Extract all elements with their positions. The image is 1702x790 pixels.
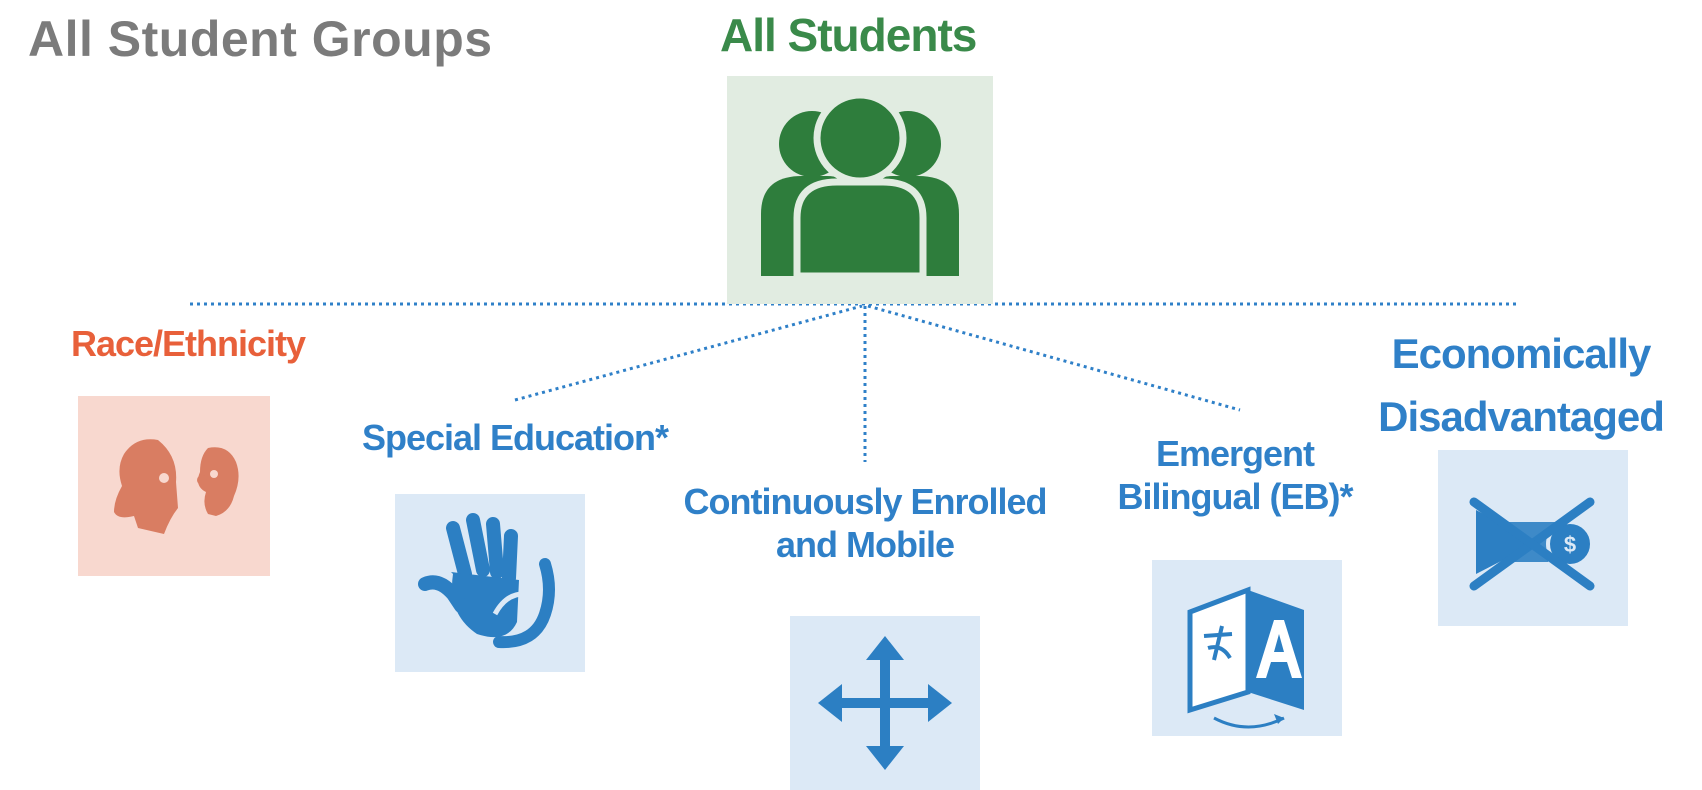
group-label-line: Bilingual (EB)* xyxy=(1117,476,1354,518)
root-icon-box xyxy=(727,76,993,304)
group-label-race-ethnicity: Race/Ethnicity xyxy=(28,322,348,365)
connector-special-education xyxy=(514,304,863,402)
group-label-line: Economically xyxy=(1391,330,1652,377)
page-title: All Student Groups xyxy=(28,11,493,67)
root-label: All Students xyxy=(720,8,977,63)
hands-icon xyxy=(418,513,555,649)
race-ethnicity-icon-box xyxy=(78,396,270,576)
people-group-icon xyxy=(761,91,959,280)
group-label-line: Race/Ethnicity xyxy=(70,323,306,364)
special-education-icon-box xyxy=(395,494,585,672)
root-label-text: All Students xyxy=(720,9,977,61)
group-label-line: Emergent xyxy=(1155,433,1315,474)
group-label-emergent-bilingual: Emergent Bilingual (EB)* xyxy=(1070,432,1400,518)
no-money-icon: $ xyxy=(1469,497,1595,591)
group-label-special-education: Special Education* xyxy=(330,416,700,459)
move-arrows-icon xyxy=(818,636,952,770)
group-label-line: Disadvantaged xyxy=(1378,393,1665,440)
faces-icon xyxy=(114,439,239,534)
group-label-continuously-enrolled: Continuously Enrolled and Mobile xyxy=(640,480,1090,566)
group-label-line: and Mobile xyxy=(776,524,955,566)
group-label-line: Continuously Enrolled xyxy=(683,481,1048,522)
svg-text:$: $ xyxy=(1564,532,1576,557)
emergent-bilingual-icon-box xyxy=(1152,560,1342,736)
connector-emergent-bilingual xyxy=(867,304,1241,412)
group-label-economically-disadvantaged: Economically Disadvantaged xyxy=(1340,322,1702,448)
translate-book-icon xyxy=(1187,586,1304,729)
continuously-enrolled-icon-box xyxy=(790,616,980,790)
group-label-line: Special Education* xyxy=(361,417,669,458)
economically-disadvantaged-icon-box: $ xyxy=(1438,450,1628,626)
